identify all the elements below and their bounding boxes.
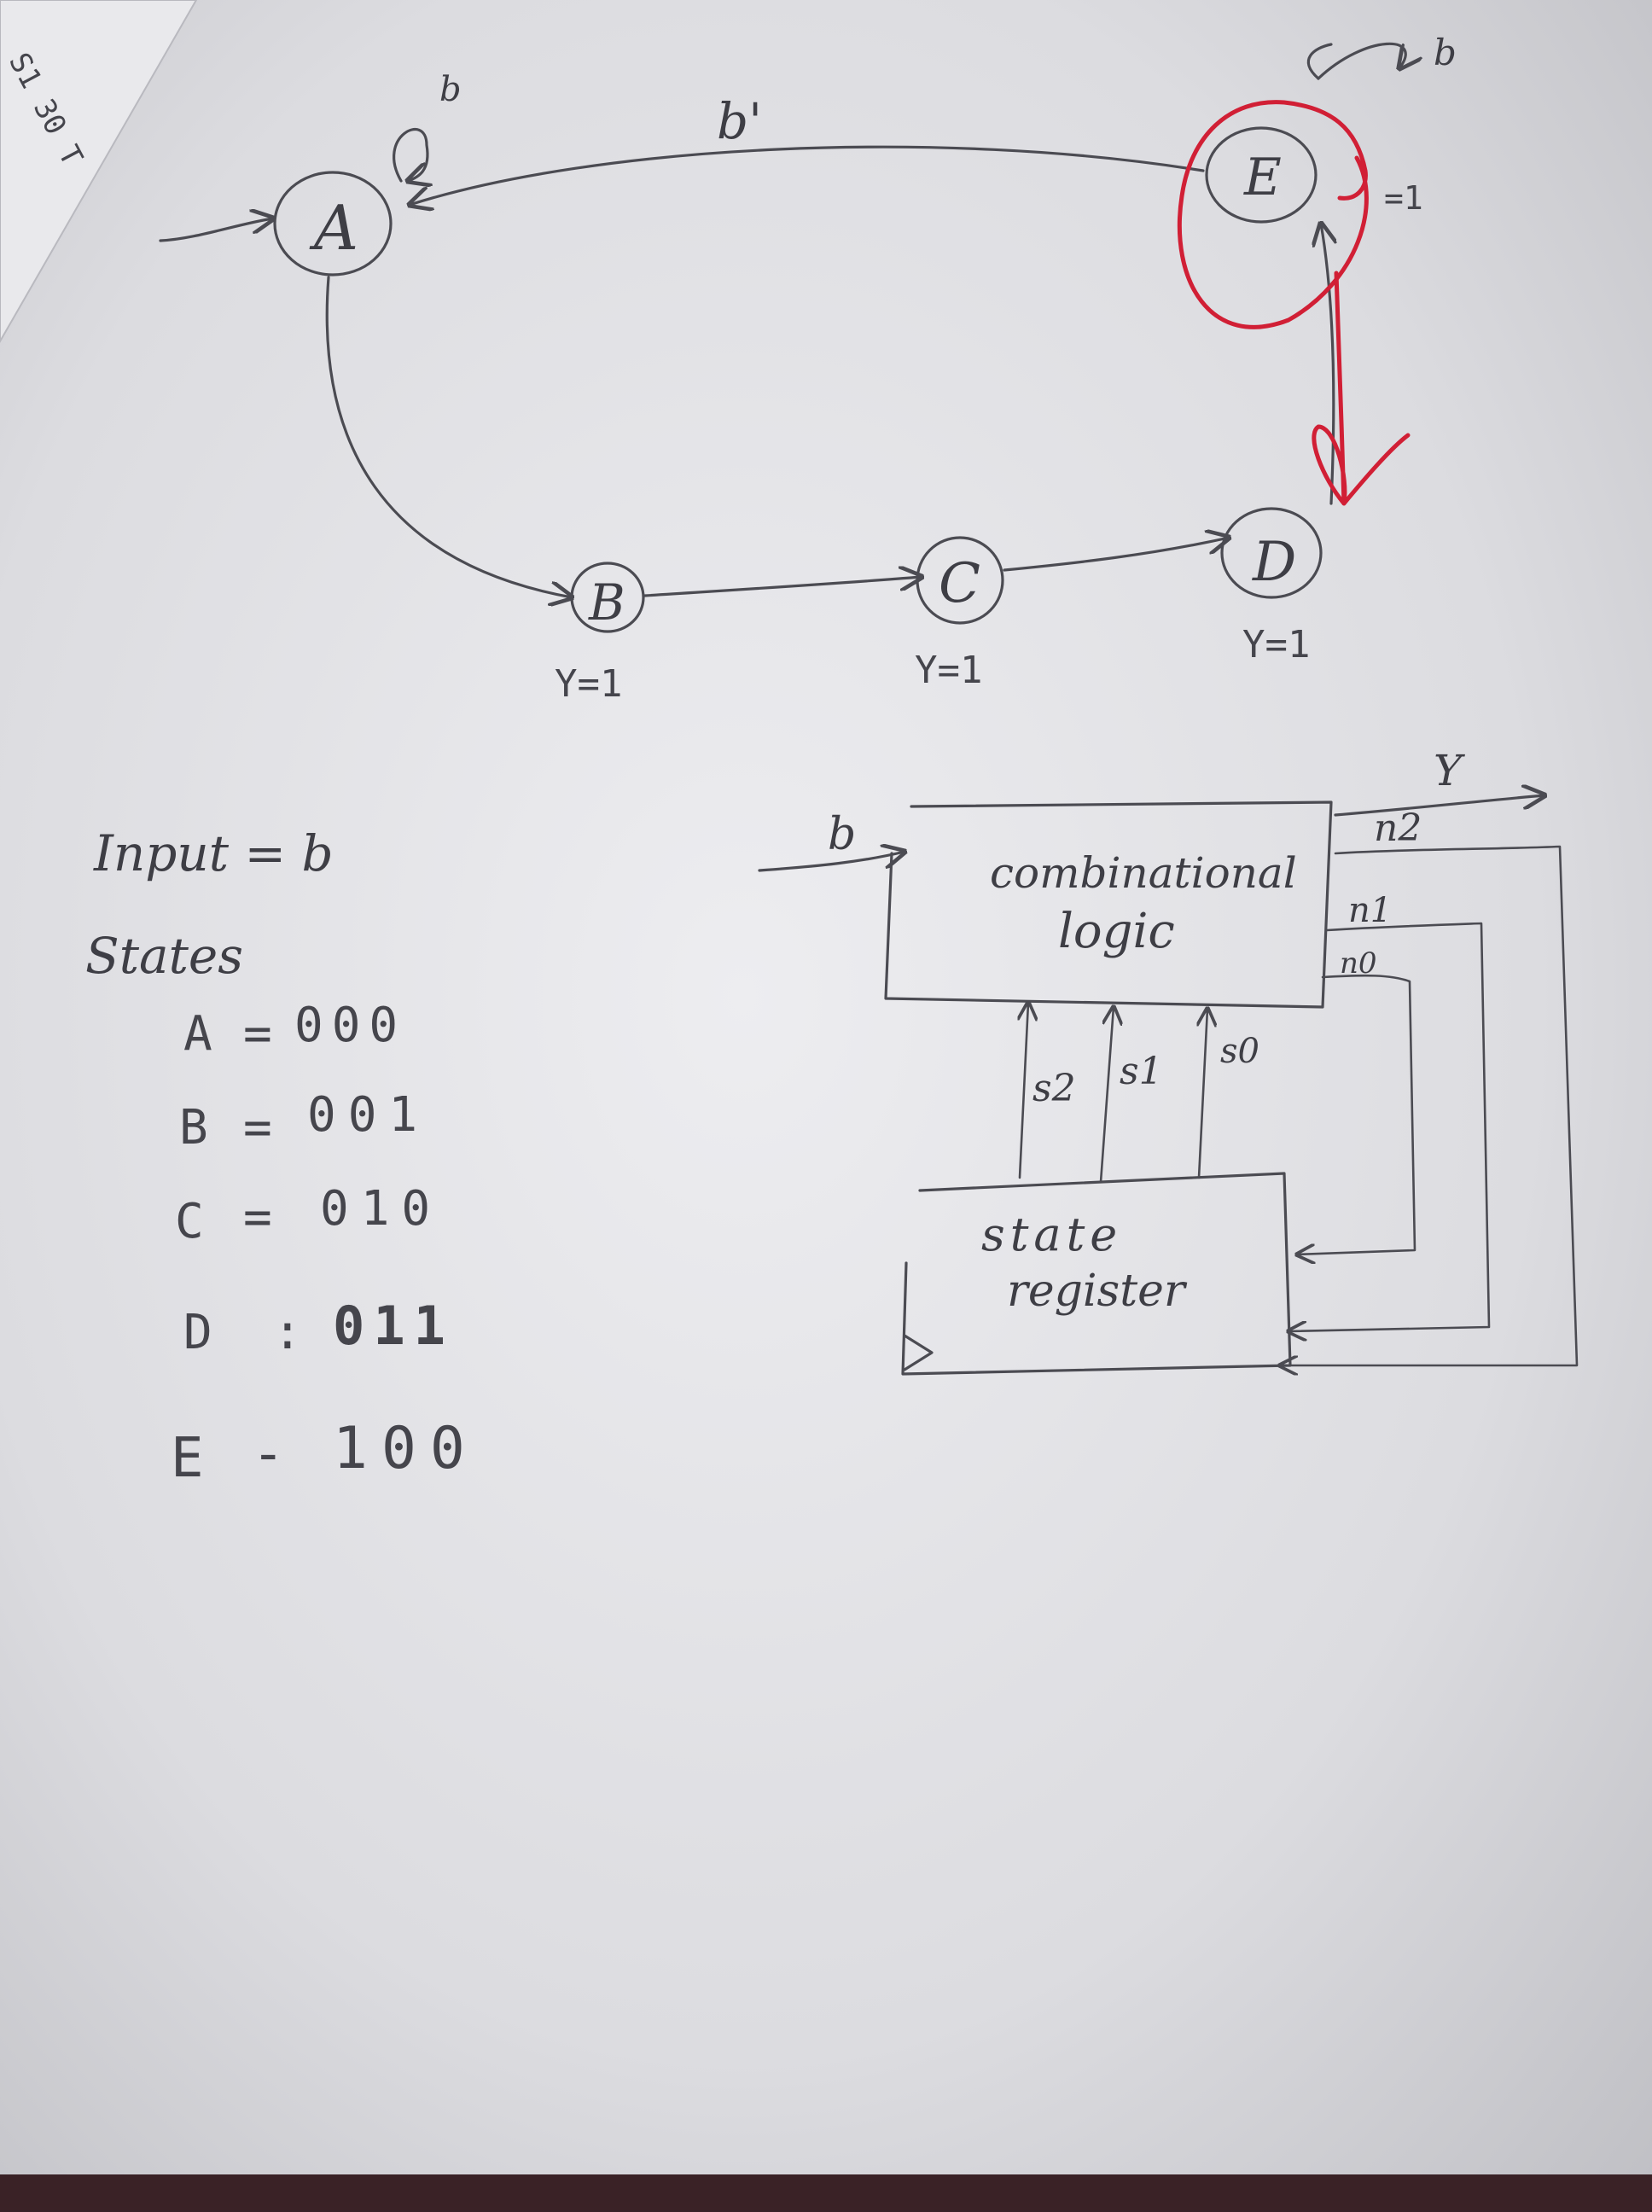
state-register-box	[901, 1172, 1292, 1376]
n0-label: n0	[1340, 946, 1377, 981]
encoding-row-c: C = 010	[175, 1181, 442, 1249]
encoding-row-b: B = 001	[179, 1087, 429, 1155]
encoding-sep: =	[243, 1100, 272, 1155]
clock-input-icon	[903, 1334, 934, 1371]
state-e-output: =1	[1384, 179, 1423, 217]
encoding-code: 010	[320, 1181, 442, 1237]
highlight-arrow-d-e	[1312, 271, 1411, 506]
state-d-circle	[1220, 507, 1323, 599]
transition-d-to-e	[1321, 224, 1334, 505]
states-heading: States	[85, 927, 243, 985]
state-e-label: E	[1243, 148, 1282, 207]
input-arrow-label: b	[828, 809, 856, 860]
state-a-circle	[273, 171, 393, 276]
encoding-code: 000	[294, 998, 406, 1053]
transition-a-to-b	[325, 276, 572, 597]
s1-line	[1099, 1007, 1114, 1184]
table-edge	[0, 2174, 1652, 2212]
n1-feedback-line	[1288, 922, 1491, 1331]
state-b-circle	[570, 562, 645, 633]
encoding-sep: =	[243, 1190, 272, 1245]
state-e-circle	[1205, 126, 1318, 224]
state-e-loop-label: b	[1434, 32, 1457, 73]
transition-e-to-a	[410, 145, 1205, 205]
state-c-output: Y=1	[915, 649, 982, 692]
output-y-label: Y	[1434, 746, 1465, 795]
encoding-row-a: A = 000	[183, 998, 406, 1062]
transition-b-to-c	[643, 577, 922, 597]
transition-e-to-a-label: b'	[717, 92, 762, 150]
encoding-sep: :	[273, 1305, 302, 1360]
encoding-code: 011	[333, 1295, 454, 1357]
encoding-state: B	[179, 1100, 208, 1155]
state-c-label: C	[939, 552, 980, 615]
n1-label: n1	[1348, 891, 1392, 930]
encoding-code: 100	[333, 1415, 479, 1482]
state-c-circle	[916, 536, 1004, 625]
register-box-line2: register	[1007, 1266, 1188, 1317]
n0-feedback-line	[1297, 974, 1416, 1254]
state-d-label: D	[1252, 531, 1296, 594]
register-box-line1: state	[981, 1208, 1122, 1261]
encoding-state: A	[183, 1006, 212, 1062]
input-label: Input = b	[93, 824, 334, 882]
transition-c-to-d	[1003, 538, 1229, 572]
state-e-self-loop-tail	[1306, 43, 1333, 80]
n2-label: n2	[1374, 806, 1422, 850]
s2-label: s2	[1032, 1067, 1076, 1110]
encoding-state: D	[183, 1305, 212, 1360]
state-e-self-loop	[1317, 42, 1405, 80]
input-arrow	[758, 852, 905, 872]
encoding-state: E	[171, 1427, 204, 1490]
s1-label: s1	[1120, 1050, 1163, 1093]
underlying-sheet	[0, 0, 198, 344]
state-b-output: Y=1	[555, 662, 622, 706]
n2-feedback-line	[1280, 845, 1579, 1365]
state-b-label: B	[588, 573, 625, 632]
logic-box-line1: combinational	[990, 848, 1297, 898]
logic-box-line2: logic	[1058, 904, 1175, 959]
s0-line	[1199, 1009, 1207, 1179]
encoding-code: 001	[307, 1087, 429, 1143]
encoding-state: C	[175, 1194, 204, 1249]
output-y-arrow	[1334, 795, 1544, 817]
state-a-label: A	[309, 192, 358, 264]
state-d-output: Y=1	[1242, 623, 1310, 667]
s2-line	[1020, 1003, 1028, 1179]
encoding-row-d: D : 011	[183, 1295, 454, 1360]
combinational-logic-box	[884, 800, 1333, 1009]
state-a-self-loop	[393, 127, 428, 181]
start-arrow	[159, 218, 273, 242]
s0-label: s0	[1220, 1032, 1259, 1071]
encoding-row-e: E - 100	[171, 1415, 479, 1490]
highlight-circle-e	[1177, 100, 1369, 329]
state-a-loop-label: b	[439, 70, 462, 109]
encoding-sep: =	[243, 1006, 272, 1062]
encoding-sep: -	[252, 1423, 285, 1486]
